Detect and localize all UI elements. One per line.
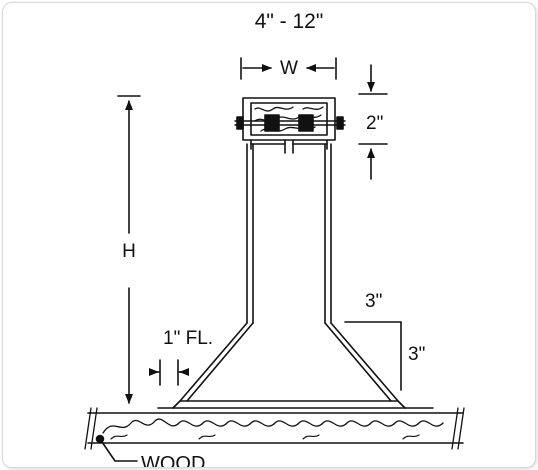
width-label: W <box>280 58 298 79</box>
offset-vertical-label: 3" <box>408 344 425 365</box>
curb-detail-diagram: 4" - 12" W <box>84 10 465 468</box>
height-dimension: H <box>117 95 141 404</box>
flange-label: 1" FL. <box>163 328 213 349</box>
offset-dimension: 3" 3" <box>344 291 425 391</box>
flange-dimension: 1" FL. <box>149 328 213 386</box>
height-label: H <box>122 241 136 262</box>
width-dimension: W <box>240 57 337 80</box>
material-label: WOOD <box>141 453 205 468</box>
stem <box>246 143 332 324</box>
cap <box>234 97 346 154</box>
cap-height-label: 2" <box>366 113 383 134</box>
offset-horizontal-label: 3" <box>365 291 382 312</box>
wood-leader: WOOD <box>95 434 205 468</box>
range-label: 4" - 12" <box>255 10 324 33</box>
cap-height-dimension: 2" <box>358 64 388 180</box>
wood-base <box>84 407 465 450</box>
base-cone <box>157 322 434 409</box>
